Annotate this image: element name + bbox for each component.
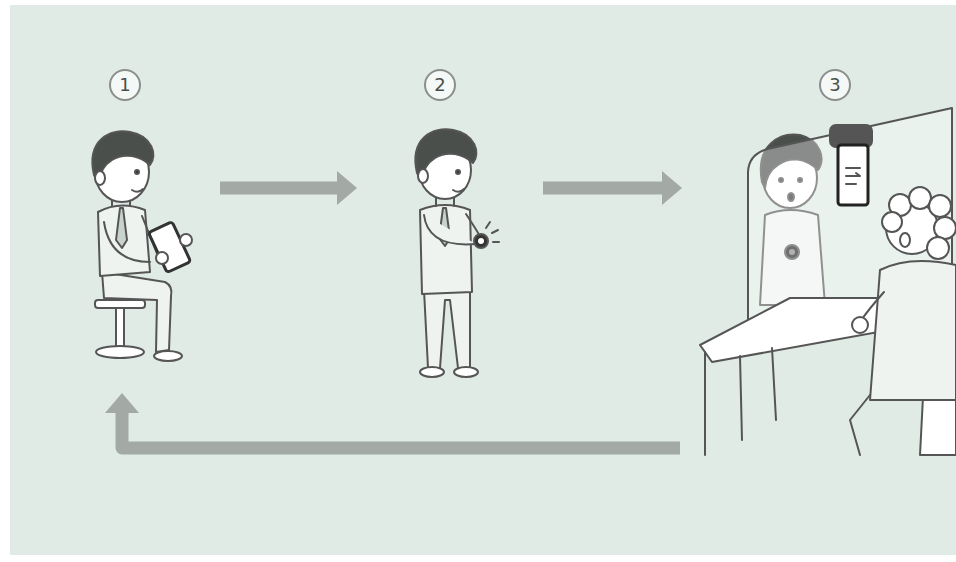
seated-person-part — [180, 234, 192, 246]
seated-person-part — [116, 208, 127, 248]
counter-scene-part — [934, 217, 956, 239]
counter-scene-part — [838, 145, 868, 205]
standing-person-part — [424, 215, 476, 244]
counter-scene-part — [927, 237, 949, 259]
counter-scene-part — [882, 212, 902, 232]
standing-person-part — [478, 238, 484, 244]
seated-person-part — [104, 222, 150, 262]
seated-person-part — [116, 308, 124, 348]
seated-person-part-part — [148, 222, 190, 273]
seated-person — [92, 131, 192, 361]
standing-person — [415, 129, 499, 377]
counter-scene — [700, 108, 956, 455]
step-panel: 1 — [70, 65, 220, 395]
standing-person-part — [418, 169, 428, 183]
standing-person-part — [454, 367, 478, 377]
counter-scene-part — [852, 317, 868, 333]
counter-scene-part — [909, 187, 931, 209]
standing-person-part — [456, 170, 460, 174]
flow-arrow — [220, 182, 337, 195]
step-number: 1 — [109, 69, 141, 101]
standing-person-part — [474, 234, 488, 248]
seated-person-part — [156, 252, 168, 264]
step-number: 2 — [424, 69, 456, 101]
seated-person-part — [102, 272, 171, 352]
background — [10, 5, 956, 555]
seated-person-part — [148, 222, 190, 273]
counter-scene-part — [900, 233, 910, 247]
standing-person-part — [453, 189, 464, 192]
seated-person-part — [95, 300, 145, 308]
step-panel: 2 — [355, 65, 543, 390]
step-panel: 3 — [680, 65, 954, 455]
seated-person-part — [95, 171, 105, 185]
standing-person-part — [486, 222, 499, 242]
counter-scene-part — [870, 261, 956, 400]
seated-person-part — [154, 351, 182, 361]
counter-scene-part — [850, 395, 870, 455]
counter-scene-part — [929, 195, 951, 217]
counter-scene-part — [846, 168, 860, 184]
counter-scene-part — [705, 348, 776, 455]
standing-person-part — [420, 367, 444, 377]
flow-arrow — [543, 182, 662, 195]
seated-person-part — [132, 189, 143, 192]
flow-arrow — [122, 413, 680, 448]
seated-person-part — [135, 170, 139, 174]
seated-person-part — [96, 346, 144, 358]
step-number: 3 — [819, 69, 851, 101]
standing-person-part — [424, 290, 470, 368]
